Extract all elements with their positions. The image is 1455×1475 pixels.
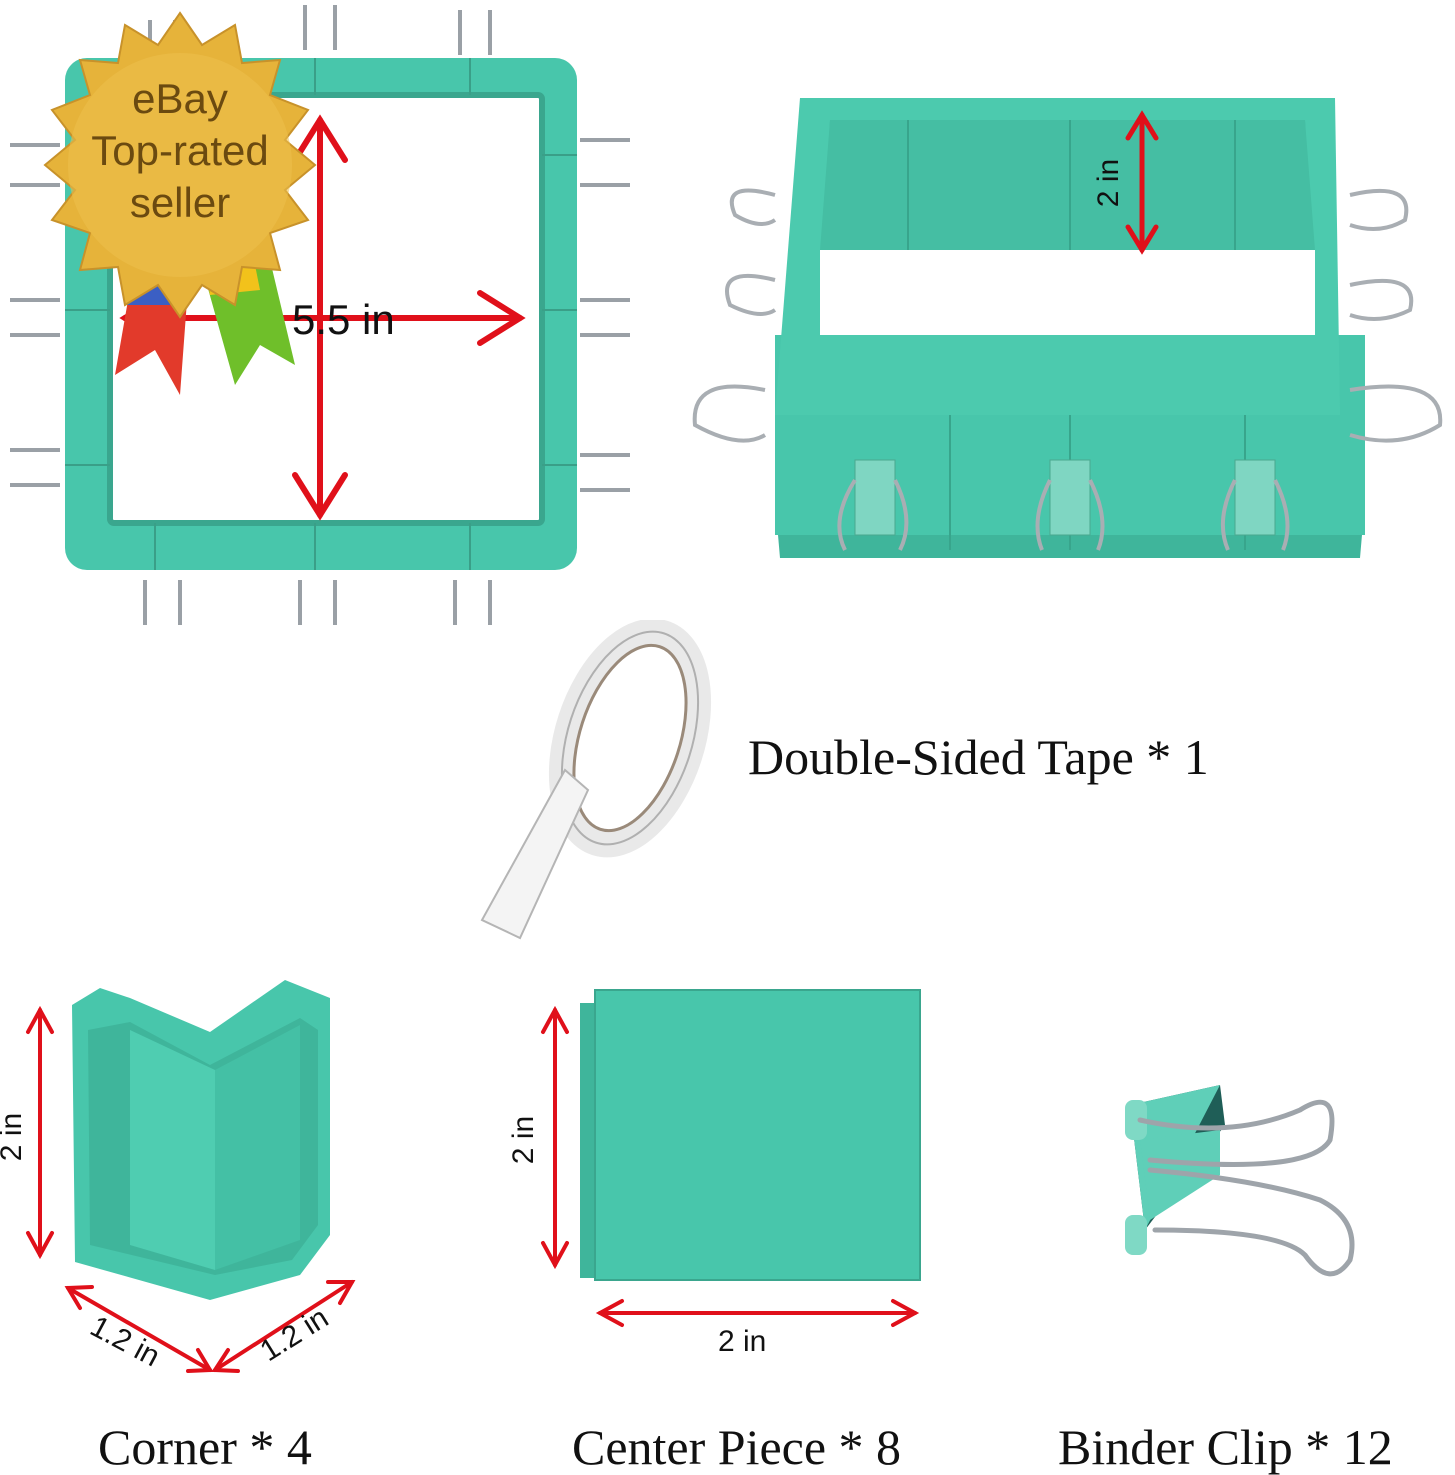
corner-panel: 2 in 1.2 in 1.2 in: [0, 970, 380, 1400]
tape-roll-icon: [480, 620, 712, 940]
center-dimension-arrows: [541, 1005, 920, 1327]
perspective-mold-graphic: [692, 98, 1443, 558]
mold-height-label: 2 in: [1092, 158, 1126, 208]
badge-line-3: seller: [129, 179, 231, 226]
corner-caption: Corner * 4: [98, 1419, 312, 1475]
top-clips: [10, 5, 630, 625]
center-piece-graphic: [541, 989, 921, 1327]
center-height-label: 2 in: [507, 1115, 541, 1165]
tape-panel: [470, 620, 720, 950]
tape-caption: Double-Sided Tape * 1: [748, 729, 1209, 785]
mold-seams: [65, 58, 577, 570]
corner-piece-graphic: [26, 980, 356, 1373]
dimension-arrows: [119, 114, 526, 521]
badge-graphic: [43, 11, 317, 395]
perspective-mold-panel: 2 in: [680, 80, 1455, 600]
corner-dimension-arrows: [26, 1005, 356, 1373]
corner-height-label: 2 in: [0, 1112, 29, 1161]
side-clips: [692, 188, 1443, 443]
binder-clip-icon: [1125, 1085, 1355, 1277]
badge-line-2: Top-rated: [91, 127, 269, 174]
center-piece-panel: 2 in 2 in: [500, 975, 940, 1375]
clip-wire: [1137, 1099, 1355, 1277]
center-piece-block: [595, 990, 920, 1280]
top-view-dimension-label: 5.5 in: [292, 296, 395, 343]
height-arrow: [1125, 110, 1159, 255]
badge-line-1: eBay: [132, 75, 228, 122]
front-clips: [837, 459, 1290, 551]
binder-clip-panel: [1110, 1080, 1370, 1290]
ebay-top-rated-badge: eBay Top-rated seller: [30, 5, 330, 395]
binder-clip-caption: Binder Clip * 12: [1058, 1419, 1393, 1475]
center-width-label: 2 in: [718, 1325, 767, 1358]
center-piece-caption: Center Piece * 8: [572, 1419, 902, 1475]
